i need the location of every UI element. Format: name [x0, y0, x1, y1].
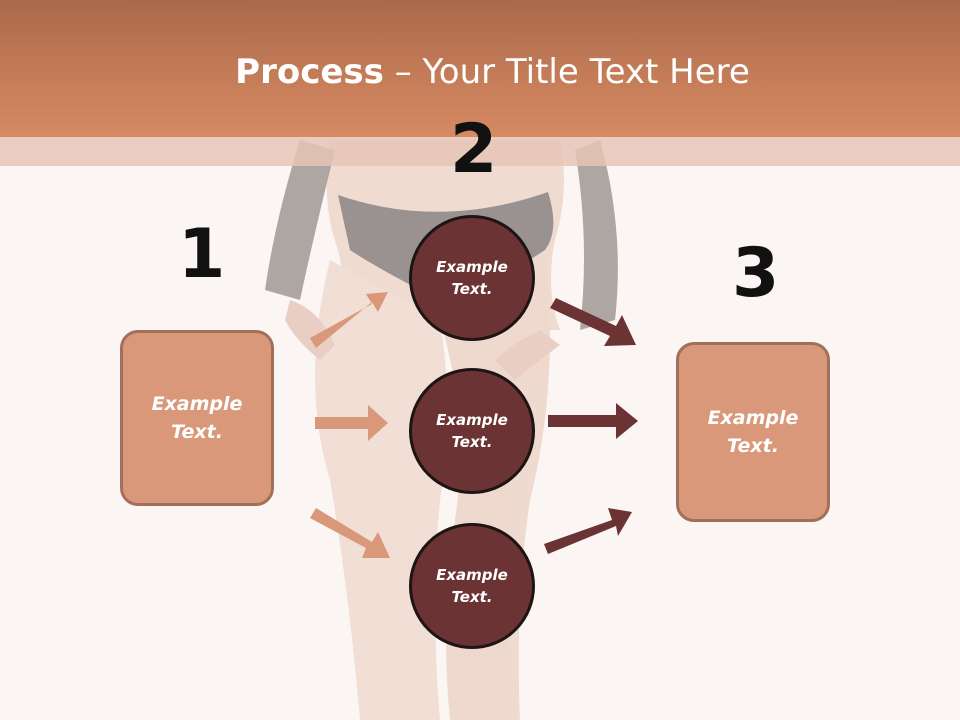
- step-number-3: 3: [732, 234, 780, 313]
- step-2-circle-2: Example Text.: [409, 368, 535, 494]
- title-text: Your Title Text Here: [422, 52, 750, 92]
- step-2-circle-3-text: Example Text.: [436, 565, 508, 607]
- header-strip: [0, 137, 960, 166]
- step-2-circle-1: Example Text.: [409, 215, 535, 341]
- header-band: [0, 0, 960, 137]
- step-number-2: 2: [450, 110, 498, 189]
- step-number-1: 1: [178, 215, 226, 294]
- title-bold-word: Process: [235, 52, 384, 92]
- arrow-left-middle: [315, 405, 388, 441]
- page-title: Process – Your Title Text Here: [0, 52, 960, 92]
- step-2-circle-3: Example Text.: [409, 523, 535, 649]
- arrow-left-top: [310, 292, 388, 348]
- arrow-left-bottom: [310, 508, 390, 558]
- title-separator: –: [383, 52, 423, 92]
- step-1-box: Example Text.: [120, 330, 274, 506]
- step-3-text: Example Text.: [707, 406, 799, 458]
- step-1-text: Example Text.: [151, 392, 243, 444]
- arrow-right-middle: [548, 403, 638, 439]
- step-3-box: Example Text.: [676, 342, 830, 522]
- step-2-circle-2-text: Example Text.: [436, 410, 508, 452]
- arrow-right-bottom: [544, 508, 632, 554]
- arrow-right-top: [550, 298, 636, 346]
- step-2-circle-1-text: Example Text.: [436, 257, 508, 299]
